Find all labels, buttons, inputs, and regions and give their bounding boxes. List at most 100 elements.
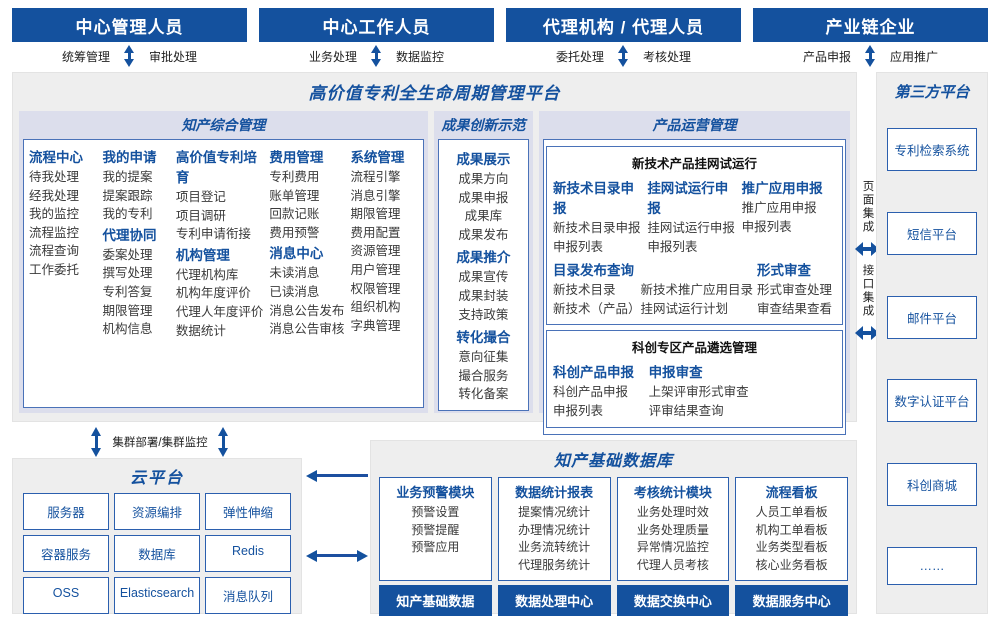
menu-item[interactable]: 费用预警 [269,225,320,240]
menu-item[interactable]: 工作委托 [29,262,80,277]
menu-item[interactable]: 机构年度评价 [175,286,251,301]
menu-item[interactable]: 项目登记 [175,190,226,204]
database-item[interactable]: 人员工单看板 [755,505,828,519]
menu-item[interactable]: 未读消息 [269,266,320,281]
menu-item[interactable]: 流程监控 [29,225,80,240]
menu-item[interactable]: 经我处理 [29,188,80,203]
cloud-item-elasticsearch[interactable]: Elasticsearch [114,577,200,614]
menu-item[interactable]: 回款记账 [269,207,320,222]
menu-item[interactable]: 专利费用 [269,170,320,184]
menu-item[interactable]: 代理人年度评价 [175,304,264,319]
menu-item[interactable]: 成果封装 [458,288,509,303]
database-item[interactable]: 业务流转统计 [518,540,591,554]
menu-item[interactable]: 字典管理 [350,318,401,333]
menu-item[interactable]: 专利答复 [102,284,153,299]
menu-item[interactable]: 代理机构库 [175,267,239,282]
third-party-item-digital-cert[interactable]: 数字认证平台 [887,379,977,423]
menu-item[interactable]: 撮合服务 [458,368,509,383]
menu-item[interactable]: 权限管理 [350,281,401,296]
menu-item[interactable]: 我的提案 [102,170,153,184]
database-item[interactable]: 核心业务看板 [755,557,828,572]
menu-item[interactable]: 成果库 [464,209,503,224]
cloud-item-orchestration[interactable]: 资源编排 [114,493,200,530]
menu-item[interactable]: 消息公告发布 [269,303,345,318]
menu-item[interactable]: 已读消息 [269,284,320,299]
database-footer[interactable]: 知产基础数据 [379,585,492,616]
menu-item[interactable]: 资源管理 [350,244,401,259]
menu-item[interactable]: 我的监控 [29,207,80,222]
database-footer[interactable]: 数据交换中心 [616,585,730,616]
menu-group-title: 高价值专利培育 [175,150,257,185]
menu-item[interactable]: 期限管理 [350,207,401,222]
menu-item[interactable]: 消息公告审核 [269,322,345,337]
menu-item[interactable]: 数据统计 [175,323,226,338]
cloud-item-server[interactable]: 服务器 [23,493,109,530]
menu-item[interactable]: 成果申报 [458,190,509,205]
cloud-item-autoscaling[interactable]: 弹性伸缩 [205,493,291,530]
menu-item[interactable]: 我的专利 [102,207,153,222]
menu-item[interactable]: 成果宣传 [458,270,509,285]
menu-item[interactable]: 推广应用申报 [741,201,817,215]
menu-item[interactable]: 申报列表 [647,239,698,254]
menu-item[interactable]: 组织机构 [350,300,401,315]
database-item[interactable]: 提案情况统计 [518,505,591,519]
menu-item[interactable]: 委案处理 [102,247,153,262]
menu-item[interactable]: 新技术（产品）挂网试运行计划 [552,301,728,316]
database-item[interactable]: 代理人员考核 [636,557,709,572]
menu-item[interactable]: 提案跟踪 [102,188,153,203]
menu-item[interactable]: 流程查询 [29,244,80,259]
menu-item[interactable]: 机构信息 [102,322,153,337]
menu-item[interactable]: 申报列表 [741,219,792,234]
cloud-item-redis[interactable]: Redis [205,535,291,572]
menu-item[interactable]: 审查结果查看 [756,301,832,316]
menu-item[interactable]: 支持政策 [458,307,509,322]
third-party-item-email[interactable]: 邮件平台 [887,295,977,339]
menu-item[interactable]: 待我处理 [29,170,80,184]
actor-left-label: 产品申报 [802,49,851,64]
menu-item[interactable]: 新技术目录申报 [552,221,641,235]
database-item[interactable]: 办理情况统计 [518,522,591,537]
menu-item[interactable]: 成果发布 [458,227,509,242]
database-item[interactable]: 异常情况监控 [636,540,709,554]
database-footer[interactable]: 数据服务中心 [735,585,848,616]
menu-item[interactable]: 挂网试运行申报 [647,221,735,235]
menu-item[interactable]: 评审结果查询 [648,403,724,418]
cloud-item-database[interactable]: 数据库 [114,535,200,572]
database-box: 数据统计报表 提案情况统计 办理情况统计 业务流转统计 代理服务统计 [497,477,611,581]
menu-item[interactable]: 流程引擎 [350,170,401,184]
cloud-item-oss[interactable]: OSS [23,577,109,614]
menu-item[interactable]: 撰写处理 [102,266,153,281]
database-item[interactable]: 预警提醒 [411,522,460,537]
cloud-platform-panel: 云平台 服务器 资源编排 弹性伸缩 容器服务 数据库 Redis OSS Ela… [12,458,302,614]
database-item[interactable]: 机构工单看板 [755,522,828,537]
menu-item[interactable]: 申报列表 [552,239,603,254]
menu-item[interactable]: 形式审查处理 [756,283,832,298]
third-party-item-patent-search[interactable]: 专利检索系统 [887,128,977,172]
third-party-item-sci-mall[interactable]: 科创商城 [887,462,977,506]
database-item[interactable]: 业务处理质量 [636,522,709,537]
database-item[interactable]: 业务处理时效 [636,505,709,519]
database-item[interactable]: 业务类型看板 [755,540,828,554]
menu-item[interactable]: 期限管理 [102,303,153,318]
menu-item[interactable]: 专利申请衔接 [175,227,251,242]
menu-item[interactable]: 项目调研 [175,208,226,223]
menu-item[interactable]: 申报列表 [552,403,603,418]
menu-item[interactable]: 上架评审形式审查 [648,385,749,400]
menu-item[interactable]: 新技术目录 新技术推广应用目录 [552,283,753,298]
menu-item[interactable]: 科创产品申报 [552,385,628,400]
menu-item[interactable]: 消息引擎 [350,188,401,203]
database-item[interactable]: 代理服务统计 [518,557,591,572]
menu-item[interactable]: 成果方向 [458,172,509,186]
menu-item[interactable]: 转化备案 [458,387,509,402]
database-footer[interactable]: 数据处理中心 [497,585,611,616]
cloud-item-container[interactable]: 容器服务 [23,535,109,572]
menu-item[interactable]: 账单管理 [269,188,320,203]
menu-item[interactable]: 意向征集 [458,350,509,365]
menu-item[interactable]: 费用配置 [350,225,401,240]
database-item[interactable]: 预警设置 [411,505,460,519]
third-party-item-more[interactable]: …… [887,546,977,585]
database-item[interactable]: 预警应用 [411,540,460,554]
cloud-item-mq[interactable]: 消息队列 [205,577,291,614]
menu-item[interactable]: 用户管理 [350,262,401,277]
third-party-item-sms[interactable]: 短信平台 [887,211,977,255]
